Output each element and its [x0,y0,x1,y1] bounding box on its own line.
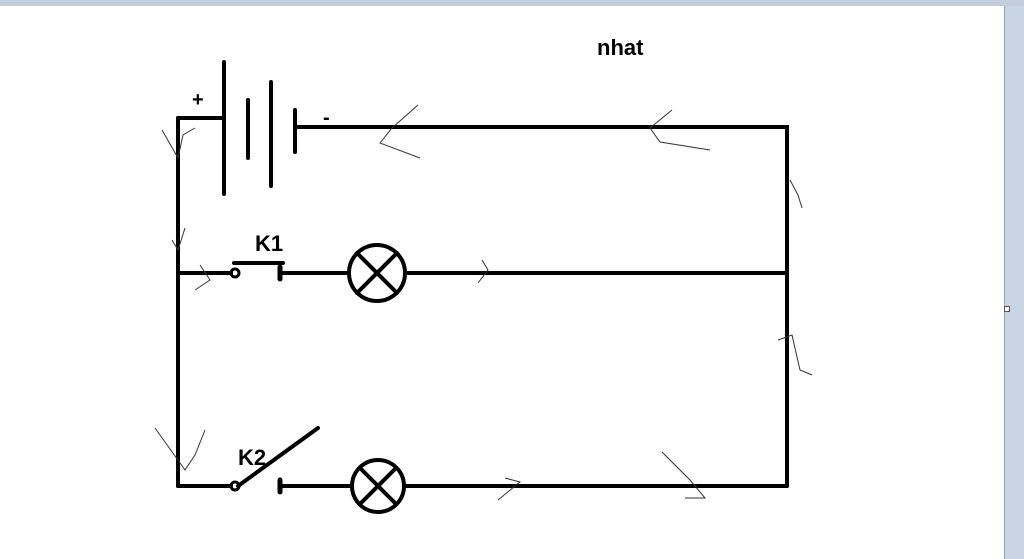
paint-canvas[interactable] [0,6,1005,559]
lamp-2 [350,458,406,514]
window-top-border [0,0,1024,6]
canvas-resize-handle[interactable] [1004,306,1010,312]
battery-minus-label: - [323,107,330,129]
diagram-title: nhat [597,35,644,60]
switch-k2-lever [236,426,320,488]
lamp-1 [347,243,407,303]
switch-k1-label: K1 [255,231,283,256]
battery-plus-label: + [192,89,204,111]
switch-k2-label: K2 [238,445,266,470]
current-arrows [154,104,813,501]
wire-top [293,125,789,488]
switch-k1-terminal [229,267,241,279]
